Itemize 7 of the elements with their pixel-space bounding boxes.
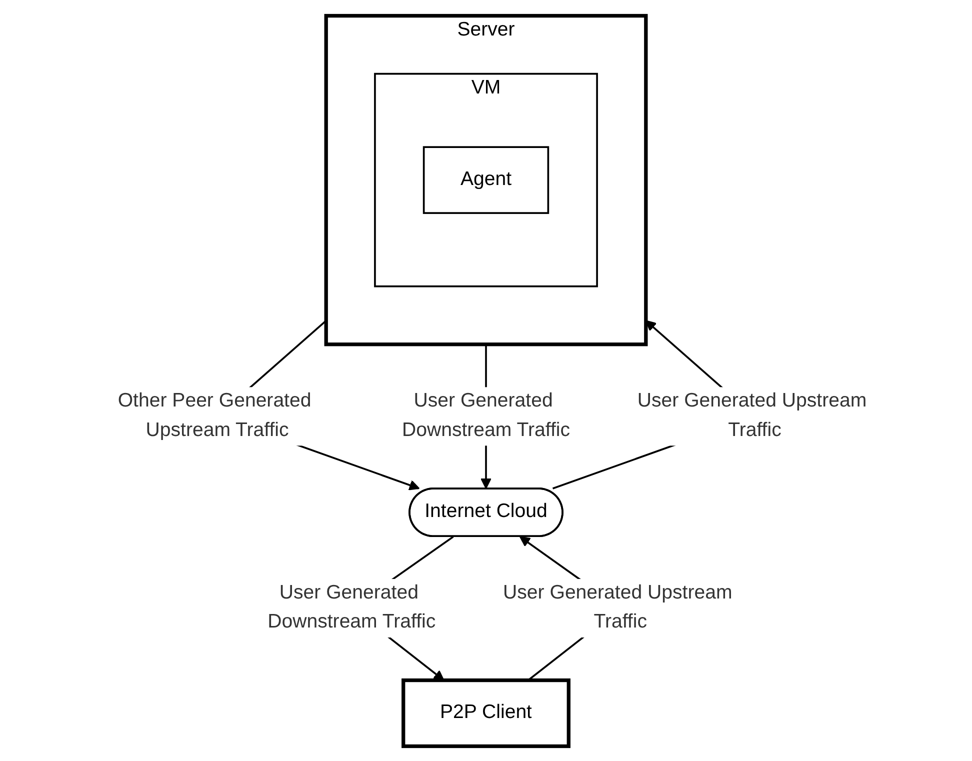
edge-label: User Generated Downstream Traffic bbox=[268, 582, 436, 632]
node-box: Agent bbox=[422, 146, 550, 214]
edge-label: User Generated Upstream Traffic bbox=[637, 390, 867, 440]
node-box: P2P Client bbox=[402, 678, 570, 748]
edge-label: Other Peer Generated Upstream Traffic bbox=[118, 390, 312, 440]
edge-label: User Generated Downstream Traffic bbox=[402, 390, 570, 440]
edge-label: User Generated Upstream Traffic bbox=[503, 582, 732, 632]
